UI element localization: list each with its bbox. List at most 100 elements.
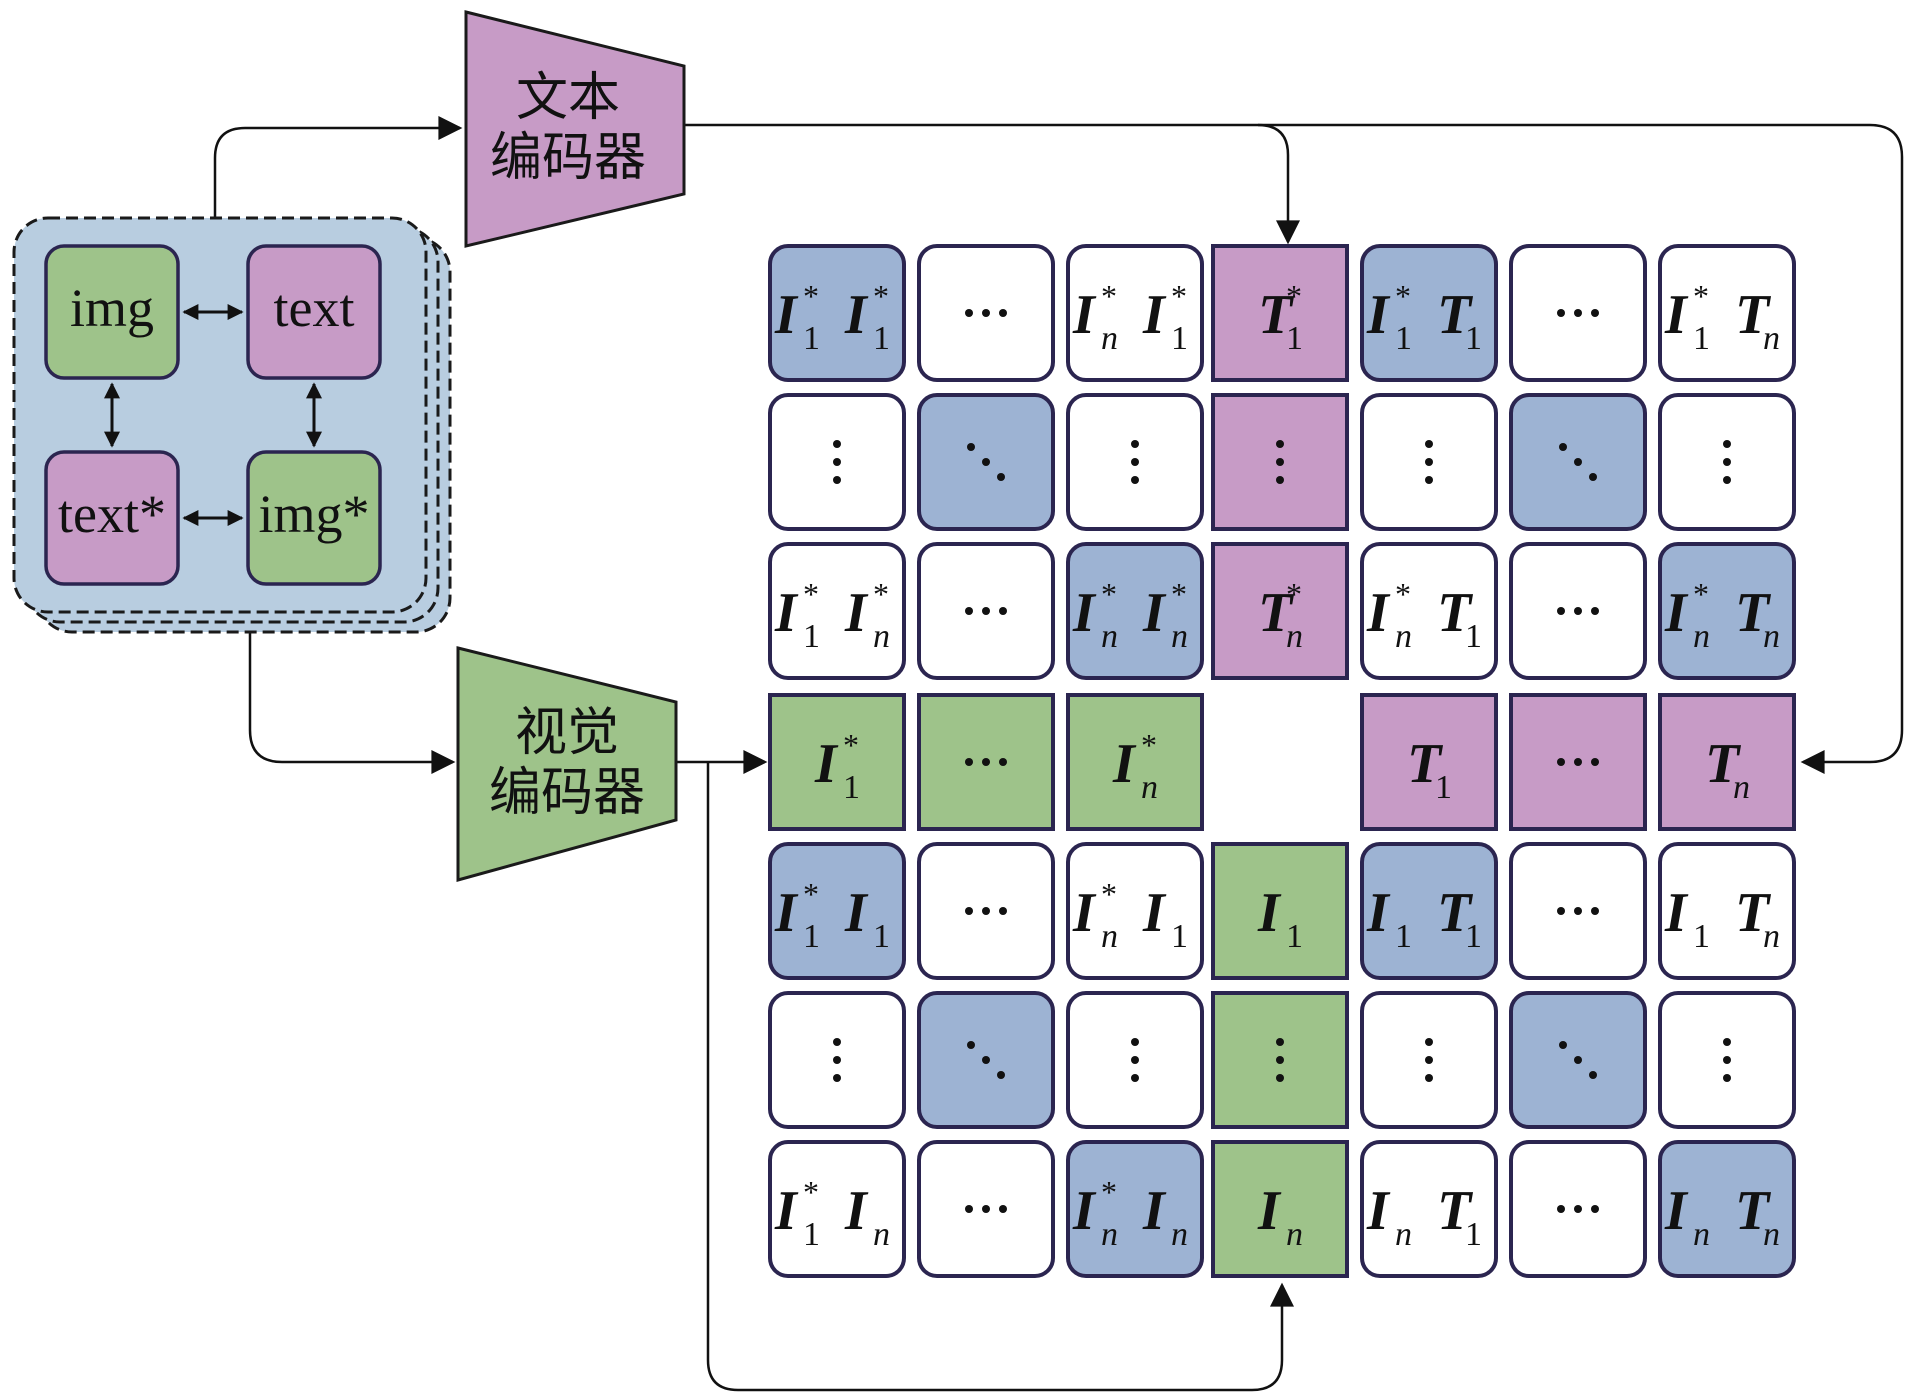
ellipsis-dot [1425, 476, 1433, 484]
superscript: * [1693, 576, 1709, 612]
text-encoder-label-line1: 文本 [516, 68, 620, 128]
grid-cell [917, 842, 1055, 980]
symbol: T [1407, 733, 1444, 795]
ellipsis-dot [965, 758, 973, 766]
ellipsis-dot [1131, 440, 1139, 448]
symbol: T [1258, 284, 1295, 346]
subscript: 1 [1435, 769, 1452, 806]
ellipsis-dot [1131, 476, 1139, 484]
ellipsis-dot [1276, 1056, 1284, 1064]
symbol: I [1142, 1180, 1167, 1242]
pair-text-box [246, 244, 382, 380]
superscript: * [803, 576, 819, 612]
arrow-pair-to-vision-encoder [248, 630, 456, 774]
pair-img-box [44, 244, 180, 380]
grid-cell [917, 991, 1055, 1129]
ellipsis-dot [833, 1038, 841, 1046]
superscript: * [1395, 576, 1411, 612]
subscript: 1 [803, 320, 820, 357]
text-encoder-label-line2: 编码器 [490, 128, 646, 188]
superscript: * [1171, 576, 1187, 612]
superscript: * [1141, 727, 1157, 763]
pair-text-label: text [274, 278, 355, 338]
ellipsis-dot [1574, 758, 1582, 766]
ellipsis-dot [982, 907, 990, 915]
ellipsis-dot [1574, 1056, 1582, 1064]
ellipsis-dot [982, 1056, 990, 1064]
subscript: n [1763, 1216, 1780, 1253]
ellipsis-dot [833, 440, 841, 448]
grid-cell [1360, 393, 1498, 531]
grid-cell [1211, 991, 1349, 1129]
symbol: T [1705, 733, 1742, 795]
symbol: T [1437, 1180, 1474, 1242]
superscript: * [803, 278, 819, 314]
superscript: * [1101, 576, 1117, 612]
subscript: 1 [1395, 320, 1412, 357]
ellipsis-dot [1589, 473, 1597, 481]
ellipsis-dot [1574, 458, 1582, 466]
subscript: 1 [1465, 918, 1482, 955]
grid-cell [1066, 393, 1204, 531]
ellipsis-dot [1723, 440, 1731, 448]
superscript: * [843, 727, 859, 763]
ellipsis-dot [1589, 1071, 1597, 1079]
ellipsis-dot [1723, 1056, 1731, 1064]
pair-text-star-box [44, 450, 180, 586]
ellipsis-dot [1559, 1041, 1567, 1049]
symbol: I [844, 582, 869, 644]
ellipsis-dot [1131, 1074, 1139, 1082]
subscript: n [1101, 918, 1118, 955]
symbol: T [1258, 582, 1295, 644]
symbol: I [1112, 733, 1137, 795]
subscript: n [1693, 618, 1710, 655]
symbol: T [1735, 882, 1772, 944]
ellipsis-dot [1131, 1038, 1139, 1046]
ellipsis-dot [1131, 1056, 1139, 1064]
ellipsis-dot [1276, 458, 1284, 466]
grid-cell [1360, 991, 1498, 1129]
ellipsis-dot [1591, 907, 1599, 915]
symbol: I [1072, 582, 1097, 644]
symbol: I [1142, 882, 1167, 944]
arrow-text-encoder-to-t-row [1258, 123, 1904, 774]
arrow-vision-encoder-to-i-column [706, 762, 1294, 1392]
symbol: T [1735, 284, 1772, 346]
symbol: T [1437, 284, 1474, 346]
vision-encoder: 视觉 编码器 [456, 646, 678, 882]
subscript: n [1171, 1216, 1188, 1253]
symbol: I [1257, 882, 1282, 944]
subscript: 1 [873, 320, 890, 357]
ellipsis-dot [1425, 440, 1433, 448]
symbol: I [814, 733, 839, 795]
grid-cell: Tn [1658, 693, 1796, 831]
subscript: 1 [1693, 918, 1710, 955]
ellipsis-dot [965, 1205, 973, 1213]
symbol: I [1142, 582, 1167, 644]
ellipsis-dot [967, 443, 975, 451]
superscript: * [1286, 576, 1302, 612]
grid-cell [1509, 542, 1647, 680]
ellipsis-dot [833, 1056, 841, 1064]
subscript: 1 [803, 1216, 820, 1253]
superscript: * [1286, 278, 1302, 314]
symbol: I [774, 582, 799, 644]
grid-cell [1509, 693, 1647, 831]
subscript: 1 [873, 918, 890, 955]
subscript: 1 [1693, 320, 1710, 357]
symbol: I [1366, 882, 1391, 944]
symbol: I [844, 1180, 869, 1242]
ellipsis-dot [1591, 1205, 1599, 1213]
superscript: * [1171, 278, 1187, 314]
subscript: n [1763, 918, 1780, 955]
symbol: I [774, 882, 799, 944]
ellipsis-dot [965, 907, 973, 915]
grid-cell [917, 393, 1055, 531]
